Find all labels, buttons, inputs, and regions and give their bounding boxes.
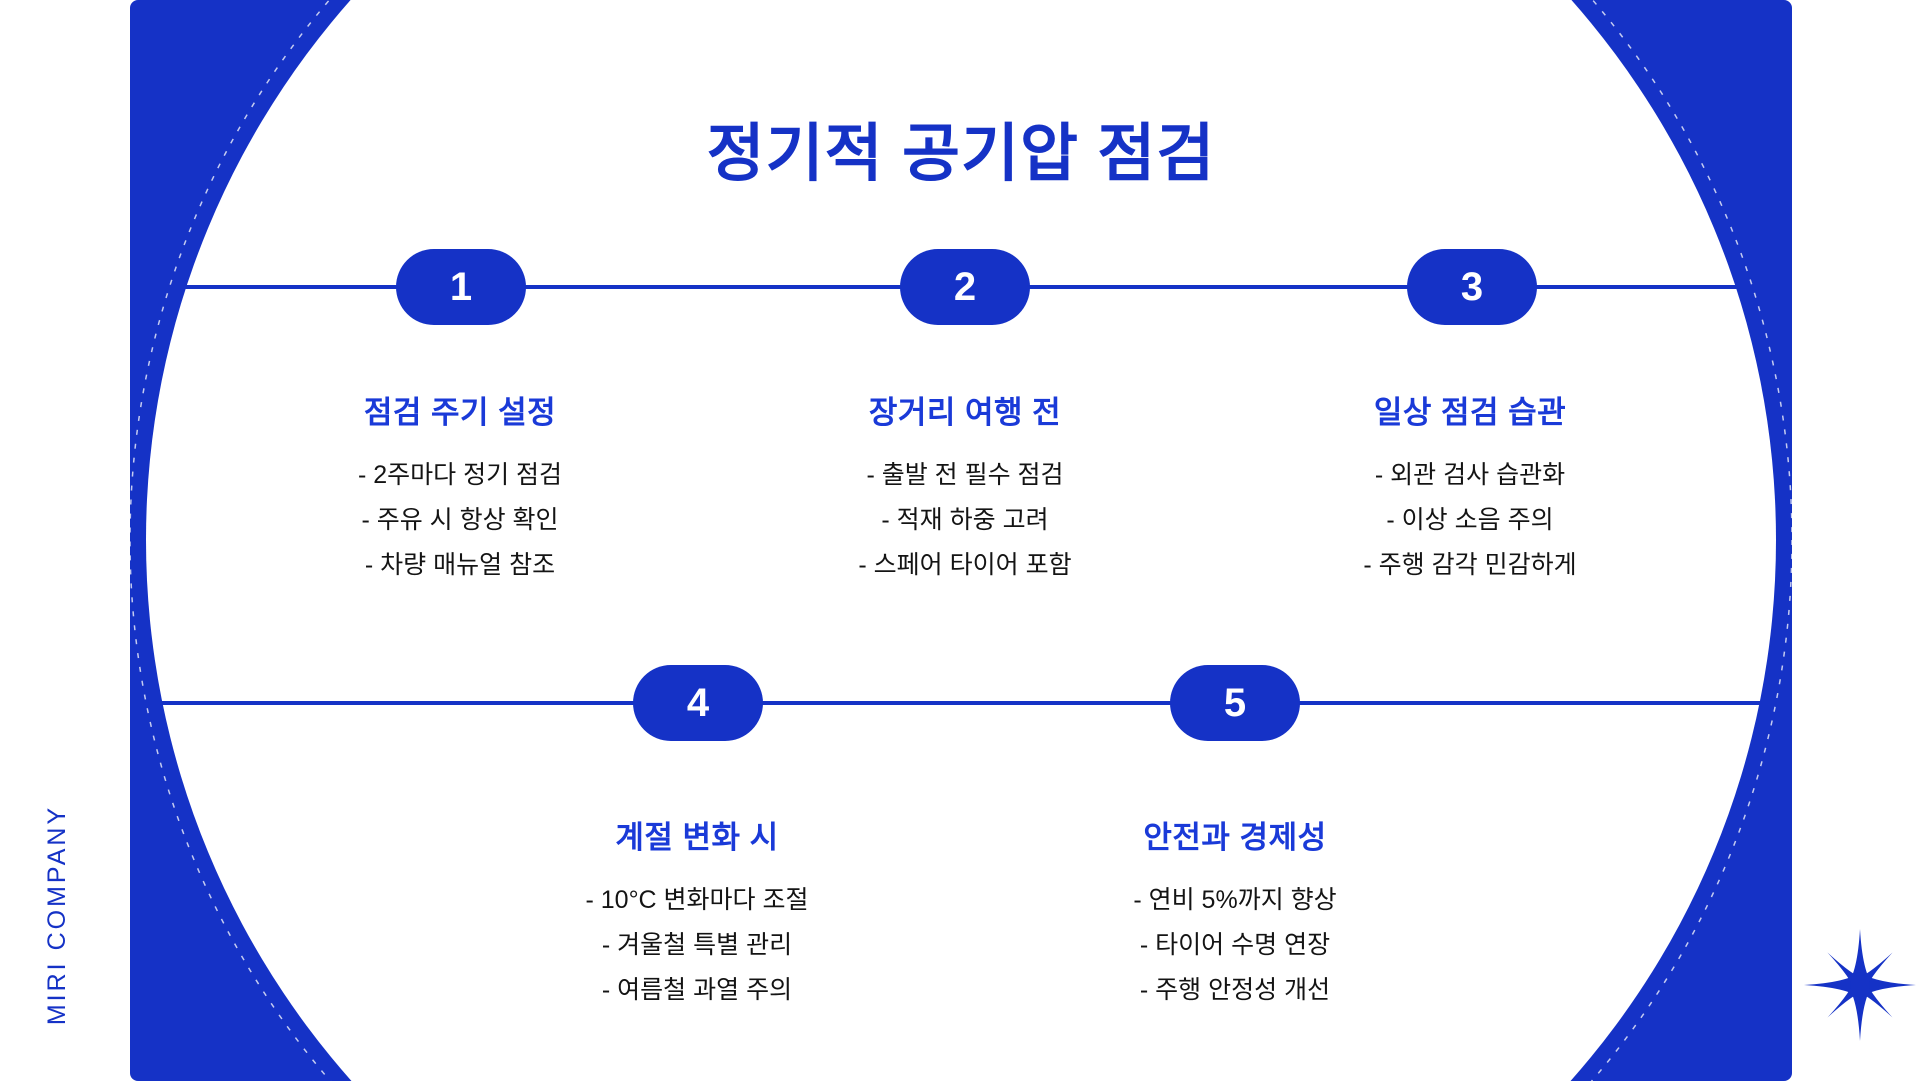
timeline-line-row2 — [130, 701, 1792, 705]
step-item: - 주유 시 항상 확인 — [361, 506, 559, 534]
step-badge-2: 2 — [900, 249, 1030, 325]
step-item: - 겨울철 특별 관리 — [601, 931, 793, 959]
step-heading: 점검 주기 설정 — [363, 395, 557, 430]
step-items: - 연비 5%까지 향상 - 타이어 수명 연장 - 주행 안정성 개선 — [1015, 878, 1455, 1013]
step-item: - 여름철 과열 주의 — [601, 976, 793, 1004]
step-item: - 이상 소음 주의 — [1386, 506, 1554, 534]
step-column-2: 장거리 여행 전 - 출발 전 필수 점검 - 적재 하중 고려 - 스페어 타… — [745, 393, 1185, 588]
step-item: - 10°C 변화마다 조절 — [585, 886, 809, 914]
step-items: - 10°C 변화마다 조절 - 겨울철 특별 관리 - 여름철 과열 주의 — [477, 878, 917, 1013]
step-column-1: 점검 주기 설정 - 2주마다 정기 점검 - 주유 시 항상 확인 - 차량 … — [240, 393, 680, 588]
step-badge-3: 3 — [1407, 249, 1537, 325]
step-item: - 스페어 타이어 포함 — [858, 551, 1072, 579]
step-item: - 주행 감각 민감하게 — [1363, 551, 1577, 579]
step-badge-1: 1 — [396, 249, 526, 325]
step-items: - 외관 검사 습관화 - 이상 소음 주의 - 주행 감각 민감하게 — [1250, 453, 1690, 588]
step-item: - 외관 검사 습관화 — [1374, 461, 1566, 489]
step-heading: 일상 점검 습관 — [1373, 395, 1567, 430]
step-items: - 출발 전 필수 점검 - 적재 하중 고려 - 스페어 타이어 포함 — [745, 453, 1185, 588]
step-item: - 출발 전 필수 점검 — [866, 461, 1064, 489]
step-item: - 적재 하중 고려 — [881, 506, 1049, 534]
step-column-4: 계절 변화 시 - 10°C 변화마다 조절 - 겨울철 특별 관리 - 여름철… — [477, 818, 917, 1013]
step-heading: 장거리 여행 전 — [868, 395, 1062, 430]
step-badge-4: 4 — [633, 665, 763, 741]
step-badge-5: 5 — [1170, 665, 1300, 741]
white-circle — [146, 0, 1776, 1081]
step-item: - 주행 안정성 개선 — [1139, 976, 1331, 1004]
dashed-circle-outline — [129, 0, 1793, 1081]
sparkle-icon — [1804, 929, 1916, 1041]
step-item: - 차량 매뉴얼 참조 — [364, 551, 556, 579]
step-column-5: 안전과 경제성 - 연비 5%까지 향상 - 타이어 수명 연장 - 주행 안정… — [1015, 818, 1455, 1013]
step-item: - 연비 5%까지 향상 — [1133, 886, 1337, 914]
step-item: - 타이어 수명 연장 — [1139, 931, 1331, 959]
step-column-3: 일상 점검 습관 - 외관 검사 습관화 - 이상 소음 주의 - 주행 감각 … — [1250, 393, 1690, 588]
company-label: MIRI COMPANY — [43, 804, 71, 1026]
page-title: 정기적 공기압 점검 — [706, 119, 1216, 189]
step-heading: 계절 변화 시 — [615, 820, 779, 855]
step-items: - 2주마다 정기 점검 - 주유 시 항상 확인 - 차량 매뉴얼 참조 — [240, 453, 680, 588]
step-item: - 2주마다 정기 점검 — [357, 461, 563, 489]
step-heading: 안전과 경제성 — [1143, 820, 1327, 855]
